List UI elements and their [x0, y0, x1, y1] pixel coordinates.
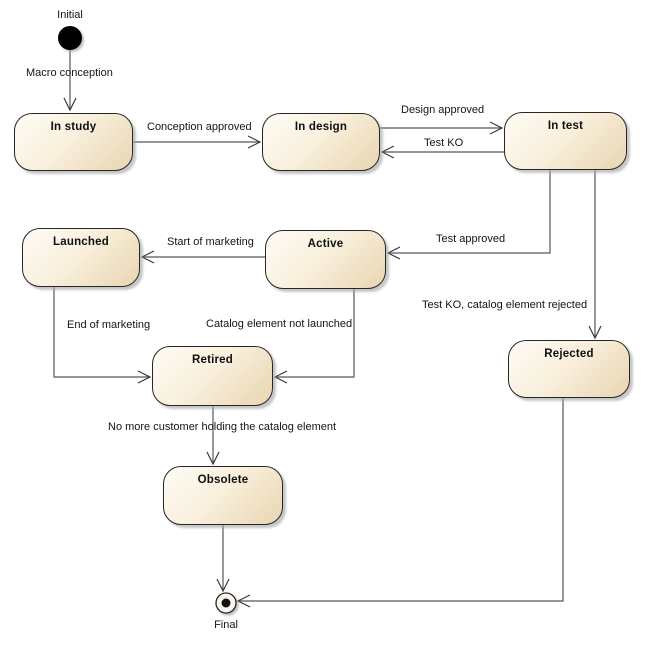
transition-label-end-of-marketing: End of marketing	[67, 319, 151, 331]
transition-label-catalog-not-launched: Catalog element not launched	[206, 318, 353, 330]
initial-label: Initial	[57, 9, 83, 21]
state-title: Active	[307, 238, 344, 250]
final-state[interactable]	[215, 592, 237, 614]
state-title: In study	[50, 121, 97, 133]
transition-end-of-marketing-line[interactable]	[53, 287, 152, 384]
state-title: Retired	[191, 354, 234, 366]
state-rejected[interactable]: Rejected	[508, 340, 630, 398]
transition-label-conception-approved: Conception approved	[147, 121, 252, 133]
state-launched[interactable]: Launched	[22, 228, 140, 287]
transition-label-macro-conception: Macro conception	[26, 67, 113, 79]
transition-label-test-approved: Test approved	[436, 233, 506, 245]
state-in-test[interactable]: In test	[504, 112, 627, 170]
state-title: In test	[547, 120, 584, 132]
transition-test-approved-line[interactable]	[386, 170, 551, 260]
final-label: Final	[214, 619, 238, 631]
transition-rejected-to-final-line[interactable]	[236, 398, 564, 608]
state-title: In design	[294, 121, 348, 133]
transition-catalog-not-launched-line[interactable]	[273, 289, 355, 384]
transition-label-no-more-customer: No more customer holding the catalog ele…	[108, 421, 337, 433]
state-title: Obsolete	[197, 474, 249, 486]
transition-label-start-of-marketing: Start of marketing	[167, 236, 254, 248]
state-active[interactable]: Active	[265, 230, 386, 289]
transition-label-design-approved: Design approved	[401, 104, 485, 116]
transition-label-test-ko-rejected: Test KO, catalog element rejected	[422, 299, 588, 311]
state-in-design[interactable]: In design	[262, 113, 380, 171]
state-retired[interactable]: Retired	[152, 346, 273, 406]
state-title: Rejected	[544, 348, 594, 360]
initial-pseudostate[interactable]	[58, 26, 82, 50]
transition-label-test-ko: Test KO	[424, 137, 464, 149]
state-title: Launched	[53, 236, 109, 248]
state-in-study[interactable]: In study	[14, 113, 133, 171]
state-obsolete[interactable]: Obsolete	[163, 466, 283, 525]
